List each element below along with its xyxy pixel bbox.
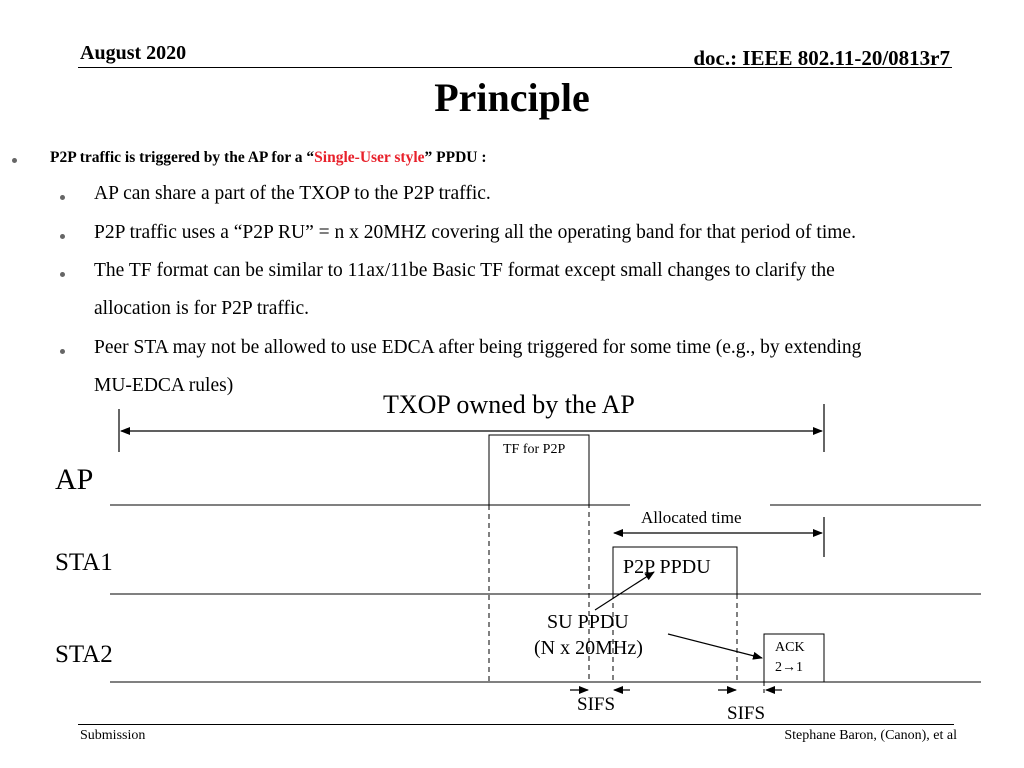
ack-label: ACK	[775, 640, 805, 655]
main-bullet-prefix: P2P traffic is triggered by the AP for a…	[50, 149, 315, 166]
su-ppdu-bandwidth: (N x 20MHz)	[534, 637, 643, 659]
p2p-ppdu-label: P2P PPDU	[623, 556, 711, 578]
main-bullet-highlight: Single-User style	[314, 149, 425, 166]
sub-bullet-4-line2: MU-EDCA rules)	[94, 375, 234, 396]
sub-bullet-2: P2P traffic uses a “P2P RU” = n x 20MHZ …	[94, 222, 856, 243]
header-doc-id: doc.: IEEE 802.11-20/0813r7	[693, 46, 950, 70]
row-label-ap: AP	[55, 463, 94, 496]
footer-divider	[78, 724, 954, 725]
txop-label: TXOP owned by the AP	[383, 390, 635, 419]
main-bullet: P2P traffic is triggered by the AP for a…	[50, 149, 487, 167]
sifs-label-right: SIFS	[727, 703, 766, 724]
ack-box	[763, 633, 825, 683]
main-bullet-suffix: ” PPDU :	[424, 149, 487, 166]
footer-submission: Submission	[80, 728, 146, 743]
tf-box-label: TF for P2P	[503, 442, 566, 457]
header-date: August 2020	[80, 42, 187, 64]
su-ppdu-label: SU PPDU	[547, 611, 629, 633]
bullet-dot	[60, 272, 65, 277]
sub-bullet-4-line1: Peer STA may not be allowed to use EDCA …	[94, 337, 862, 358]
bullet-dot	[60, 234, 65, 239]
bullet-dot	[60, 349, 65, 354]
row-label-sta1: STA1	[55, 549, 113, 576]
p2p-ppdu-box	[612, 546, 738, 595]
sub-bullet-3-line2: allocation is for P2P traffic.	[94, 298, 309, 319]
sub-bullet-1: AP can share a part of the TXOP to the P…	[94, 183, 491, 204]
header-divider	[78, 67, 952, 68]
su-ppdu-pointer-sta1	[594, 571, 655, 611]
row-label-sta2: STA2	[55, 641, 113, 668]
bullet-dot	[12, 158, 17, 163]
bullet-dot	[60, 195, 65, 200]
sifs-label-left: SIFS	[577, 694, 616, 715]
su-ppdu-pointer-ack	[667, 633, 763, 660]
sub-bullet-3-line1: The TF format can be similar to 11ax/11b…	[94, 260, 835, 281]
footer-author: Stephane Baron, (Canon), et al	[784, 728, 957, 743]
allocated-time-label: Allocated time	[641, 508, 742, 527]
slide-title: Principle	[434, 75, 590, 120]
ack-direction: 2→1	[775, 660, 803, 675]
